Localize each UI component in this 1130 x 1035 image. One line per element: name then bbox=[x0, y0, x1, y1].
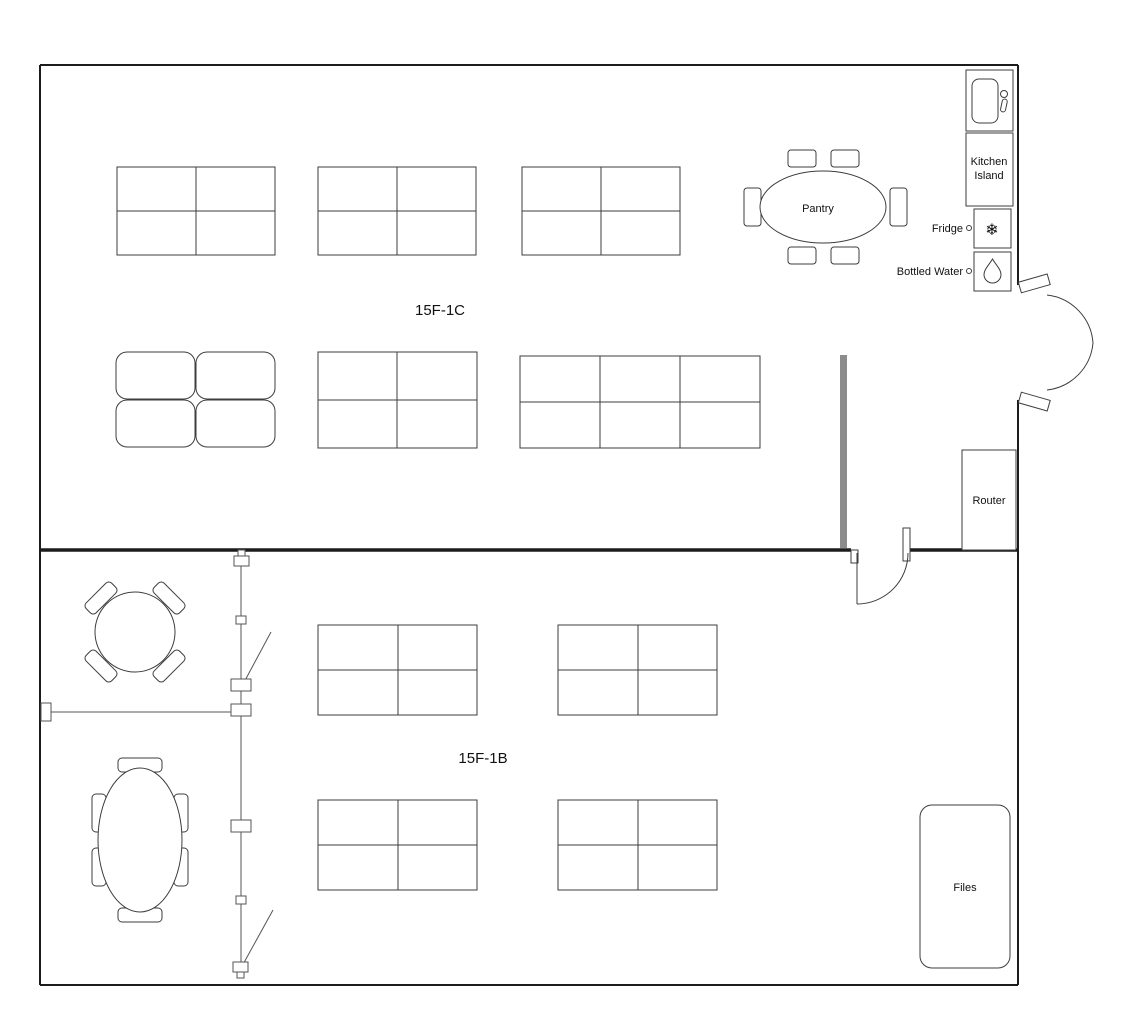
chair bbox=[84, 649, 118, 683]
junction-box-symbol bbox=[230, 819, 252, 833]
pantry-table-group: Pantry bbox=[743, 149, 908, 265]
desk-cluster bbox=[317, 624, 478, 716]
chair bbox=[787, 149, 817, 168]
bottled-water: Bottled Water bbox=[897, 251, 1012, 292]
junction-box-symbol bbox=[235, 615, 247, 625]
connector-dot bbox=[966, 225, 972, 231]
conduit-line-group bbox=[40, 549, 274, 979]
desk-cluster bbox=[519, 355, 761, 449]
chair bbox=[889, 187, 908, 227]
files-cabinet: Files bbox=[919, 804, 1011, 969]
chair bbox=[787, 246, 817, 265]
door-swing-arc bbox=[856, 552, 909, 605]
junction-box-symbol bbox=[230, 678, 252, 692]
door-swing-arc bbox=[1046, 342, 1094, 391]
desk-cluster bbox=[317, 799, 478, 891]
files-label: Files bbox=[953, 882, 977, 894]
desk-cluster bbox=[557, 799, 718, 891]
desk-cluster bbox=[317, 166, 477, 256]
room-label-top: 15F-1C bbox=[415, 302, 465, 319]
sink-faucet-lever-icon bbox=[1000, 98, 1008, 113]
chair bbox=[830, 149, 860, 168]
round-table bbox=[94, 591, 176, 673]
junction-box-symbol bbox=[236, 971, 245, 979]
chair bbox=[84, 581, 118, 615]
door-jamb bbox=[850, 549, 859, 564]
snowflake-icon: ❄ bbox=[985, 222, 998, 239]
outer-walls bbox=[39, 64, 1019, 986]
sink-faucet-icon bbox=[1000, 90, 1008, 98]
junction-box-symbol bbox=[235, 895, 247, 905]
desk-cluster-rounded bbox=[115, 351, 276, 448]
pantry-label: Pantry bbox=[802, 203, 834, 215]
door-swing-arc bbox=[1046, 294, 1094, 344]
junction-box-symbol bbox=[232, 961, 249, 973]
entrance-double-door bbox=[1017, 273, 1094, 412]
wall-switch-symbol bbox=[40, 702, 52, 722]
diagonal-connector-line bbox=[240, 909, 274, 969]
desk-cluster bbox=[317, 351, 478, 449]
fridge-label: Fridge bbox=[932, 223, 963, 235]
bottled-water-label: Bottled Water bbox=[897, 266, 964, 278]
sink-basin-icon bbox=[971, 78, 999, 124]
oval-table-group bbox=[91, 757, 189, 923]
kitchen-island-label-line1: Kitchen bbox=[971, 156, 1008, 168]
chair bbox=[152, 649, 186, 683]
junction-box-symbol bbox=[237, 549, 246, 557]
router-label: Router bbox=[972, 495, 1005, 507]
fridge: ❄ Fridge bbox=[932, 208, 1012, 249]
round-table-group bbox=[84, 581, 186, 683]
door-leaf bbox=[1017, 273, 1051, 294]
chair bbox=[830, 246, 860, 265]
junction-box-symbol bbox=[230, 703, 252, 717]
oval-table bbox=[97, 767, 183, 913]
door-leaf bbox=[1017, 391, 1051, 412]
kitchen-island-label-line2: Island bbox=[974, 170, 1003, 182]
pantry-table bbox=[759, 170, 887, 244]
desk-cluster bbox=[116, 166, 276, 256]
junction-box-symbol bbox=[233, 555, 250, 567]
desk-cluster bbox=[521, 166, 681, 256]
desk-cluster bbox=[557, 624, 718, 716]
router-cabinet: Router bbox=[961, 449, 1017, 551]
sink bbox=[965, 69, 1014, 132]
room-label-bottom: 15F-1B bbox=[458, 750, 507, 767]
water-drop-icon bbox=[983, 258, 1002, 284]
kitchen-area: Kitchen Island ❄ Fridge Bottled Water bbox=[897, 69, 1014, 292]
gray-partition-wall bbox=[840, 355, 847, 548]
chair bbox=[152, 581, 186, 615]
kitchen-island: Kitchen Island bbox=[965, 132, 1014, 207]
connector-dot bbox=[966, 268, 972, 274]
divider-door bbox=[850, 527, 911, 605]
chair bbox=[743, 187, 762, 227]
door-jamb bbox=[902, 527, 911, 562]
